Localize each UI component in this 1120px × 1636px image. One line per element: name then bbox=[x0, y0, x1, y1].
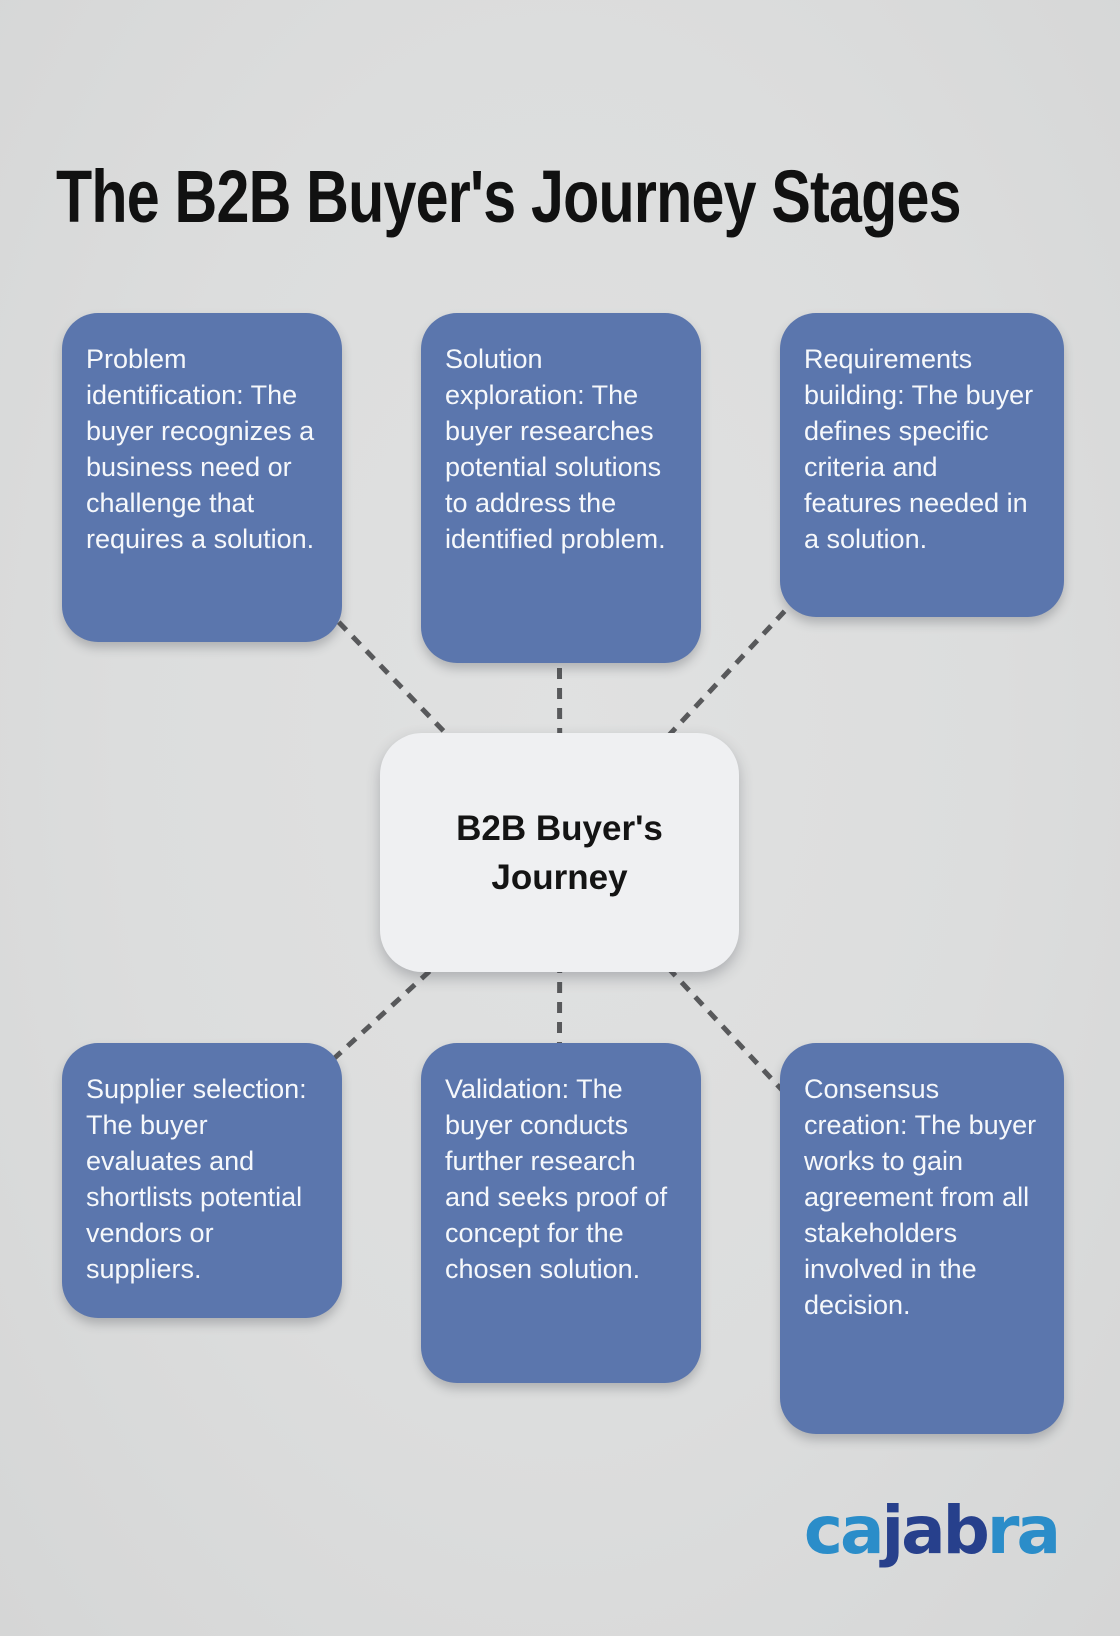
logo-segment-jab: jab bbox=[881, 1492, 990, 1569]
stage-text: Problem identification: The buyer recogn… bbox=[86, 344, 315, 554]
stage-card-requirements-building: Requirements building: The buyer defines… bbox=[780, 313, 1064, 617]
center-node-b2b-buyers-journey: B2B Buyer's Journey bbox=[380, 733, 739, 972]
center-node-label: B2B Buyer's Journey bbox=[456, 808, 663, 897]
stage-card-validation: Validation: The buyer conducts further r… bbox=[421, 1043, 701, 1383]
logo-segment-ca: ca bbox=[803, 1492, 885, 1569]
stage-text: Supplier selection: The buyer evaluates … bbox=[86, 1074, 307, 1284]
page-title: The B2B Buyer's Journey Stages bbox=[56, 154, 961, 238]
stage-text: Validation: The buyer conducts further r… bbox=[445, 1074, 668, 1284]
stage-card-consensus-creation: Consensus creation: The buyer works to g… bbox=[780, 1043, 1064, 1434]
stage-text: Consensus creation: The buyer works to g… bbox=[804, 1074, 1037, 1320]
stage-text: Solution exploration: The buyer research… bbox=[445, 344, 666, 554]
stage-card-supplier-selection: Supplier selection: The buyer evaluates … bbox=[62, 1043, 342, 1318]
stage-card-problem-identification: Problem identification: The buyer recogn… bbox=[62, 313, 342, 642]
stage-text: Requirements building: The buyer defines… bbox=[804, 344, 1034, 554]
cajabra-logo: cajabra bbox=[803, 1492, 1061, 1569]
stage-card-solution-exploration: Solution exploration: The buyer research… bbox=[421, 313, 701, 663]
logo-segment-ra: ra bbox=[986, 1492, 1061, 1569]
